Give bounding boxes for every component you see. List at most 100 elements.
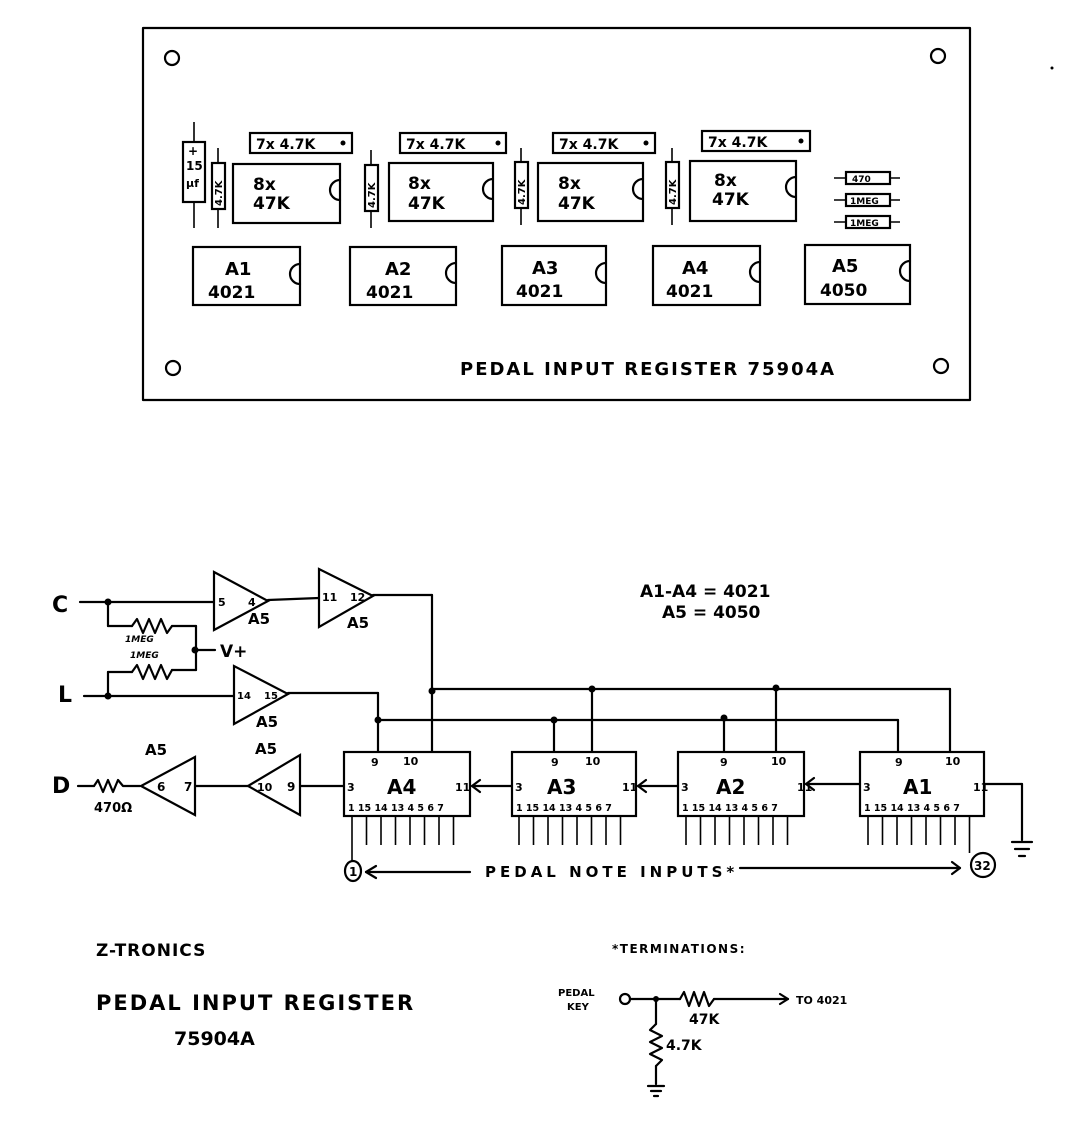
- buffer-a5-11-12: 11 12 A5: [317, 567, 376, 632]
- svg-text:1MEG: 1MEG: [850, 197, 879, 207]
- mounting-hole: [932, 357, 950, 375]
- svg-text:7x 4.7K: 7x 4.7K: [406, 137, 466, 153]
- svg-text:3: 3: [515, 781, 523, 794]
- svg-text:1 15 14 13 4 5 6 7: 1 15 14 13 4 5 6 7: [516, 803, 612, 814]
- svg-text:A5: A5: [347, 614, 369, 632]
- input-c-label: C: [52, 593, 68, 618]
- svg-text:11: 11: [322, 591, 337, 604]
- svg-text:1MEG: 1MEG: [850, 219, 879, 229]
- svg-text:7: 7: [184, 780, 192, 794]
- vertical-resistor: 4.7K: [210, 148, 227, 228]
- svg-text:A2: A2: [716, 775, 745, 799]
- board-layout: + 15 µf 4.7K 4.7K 4.7K 4.7K 7x 4.: [141, 26, 1054, 402]
- svg-text:TO 4021: TO 4021: [796, 994, 847, 1007]
- ic-a5: A5 4050: [803, 243, 912, 306]
- board-title: PEDAL INPUT REGISTER 75904A: [460, 359, 836, 380]
- arrow-icon: [804, 776, 816, 792]
- legend-line2: A5 = 4050: [662, 603, 761, 623]
- svg-text:A5: A5: [145, 741, 167, 759]
- svg-text:9: 9: [720, 756, 728, 769]
- svg-text:6: 6: [157, 780, 165, 794]
- input-1-marker: [343, 859, 363, 883]
- svg-text:47K: 47K: [712, 190, 750, 210]
- svg-text:11: 11: [622, 781, 637, 794]
- capacitor-polarity: +: [188, 144, 198, 158]
- mounting-hole: [164, 359, 182, 377]
- resistor-network: 7x 4.7K: [551, 131, 657, 155]
- side-resistor: 470: [834, 170, 900, 186]
- svg-text:1: 1: [349, 865, 357, 879]
- svg-text:9: 9: [895, 756, 903, 769]
- drawing-title: PEDAL INPUT REGISTER: [96, 991, 415, 1015]
- pedal-key-terminal: [618, 992, 632, 1006]
- svg-text:A5: A5: [255, 740, 277, 758]
- svg-text:47K: 47K: [253, 194, 291, 214]
- svg-text:A5: A5: [832, 256, 858, 277]
- capacitor-value: 15: [186, 159, 203, 173]
- resistor-47k: [678, 990, 716, 1008]
- dip-network: 8x 47K: [536, 161, 645, 223]
- svg-text:14: 14: [237, 691, 251, 702]
- svg-text:7x 4.7K: 7x 4.7K: [559, 137, 619, 153]
- buffer-a5-5-4: 5 4 A5: [212, 570, 271, 632]
- register-a2: 9 10 3 A2 11 1 15 14 13 4 5 6 7: [676, 750, 812, 818]
- arrow-icon: [636, 778, 648, 794]
- vertical-resistor: 4.7K: [363, 150, 380, 228]
- side-resistor: 1MEG: [834, 192, 900, 208]
- svg-text:4050: 4050: [820, 281, 867, 301]
- svg-text:A5: A5: [256, 713, 278, 731]
- svg-text:1MEG: 1MEG: [130, 651, 159, 661]
- svg-text:4.7K: 4.7K: [666, 1038, 703, 1054]
- svg-text:8x: 8x: [558, 174, 581, 194]
- resistor-4-7k: [648, 1022, 664, 1068]
- svg-text:10: 10: [771, 755, 787, 768]
- ground-icon: [1010, 840, 1034, 858]
- svg-text:7x 4.7K: 7x 4.7K: [708, 135, 768, 151]
- svg-text:10: 10: [945, 755, 961, 768]
- dip-network: 8x 47K: [688, 159, 798, 223]
- resistor-1meg-top: [130, 617, 174, 635]
- svg-text:10: 10: [585, 755, 601, 768]
- terminations: *TERMINATIONS: PEDAL KEY TO 4021 47K 4.7…: [558, 942, 847, 1098]
- svg-text:47K: 47K: [558, 194, 596, 214]
- svg-text:3: 3: [347, 781, 355, 794]
- buffer-a5-7-6: 6 7 A5: [138, 741, 197, 817]
- side-resistor: 1MEG: [834, 214, 900, 230]
- ground-icon: [646, 1084, 666, 1098]
- svg-text:KEY: KEY: [567, 1002, 590, 1013]
- svg-text:47K: 47K: [408, 194, 446, 214]
- register-a4: 9 10 3 A4 11 1 15 14 13 4 5 6 7: [342, 750, 472, 818]
- svg-text:4.7K: 4.7K: [367, 181, 378, 208]
- ic-a3: A3 4021: [500, 244, 608, 307]
- svg-text:7x 4.7K: 7x 4.7K: [256, 137, 316, 153]
- svg-text:3: 3: [863, 781, 871, 794]
- svg-text:8x: 8x: [253, 175, 276, 195]
- svg-text:A5: A5: [248, 610, 270, 628]
- svg-text:4021: 4021: [516, 282, 563, 302]
- resistor-network: 7x 4.7K: [248, 131, 354, 155]
- svg-text:32: 32: [974, 859, 991, 873]
- svg-text:9: 9: [551, 756, 559, 769]
- title-block: Z-TRONICS PEDAL INPUT REGISTER 75904A: [96, 941, 415, 1050]
- arrow-icon: [470, 778, 482, 794]
- svg-text:4: 4: [248, 596, 256, 609]
- svg-text:4.7K: 4.7K: [214, 179, 225, 206]
- register-a3: 9 10 3 A3 11 1 15 14 13 4 5 6 7: [510, 750, 637, 818]
- buffer-a5-9-10: 10 9 A5: [245, 740, 302, 817]
- schematic: C L D 1MEG 1MEG V+ 5 4 A5: [52, 567, 1034, 883]
- svg-text:1 15 14 13 4 5 6 7: 1 15 14 13 4 5 6 7: [682, 803, 778, 814]
- svg-text:11: 11: [455, 781, 470, 794]
- input-32-marker: [969, 851, 997, 879]
- svg-text:A1: A1: [225, 259, 251, 280]
- svg-text:470: 470: [852, 175, 871, 185]
- vertical-resistor: 4.7K: [513, 148, 530, 225]
- terminations-title: *TERMINATIONS:: [612, 942, 746, 956]
- svg-text:A3: A3: [532, 258, 558, 279]
- arrow-left-icon: [364, 864, 378, 880]
- note-inputs-label: PEDAL NOTE INPUTS*: [485, 863, 738, 881]
- svg-text:A4: A4: [682, 258, 708, 279]
- pin-legs: [351, 816, 971, 862]
- capacitor-unit: µf: [186, 177, 199, 190]
- svg-text:9: 9: [371, 756, 379, 769]
